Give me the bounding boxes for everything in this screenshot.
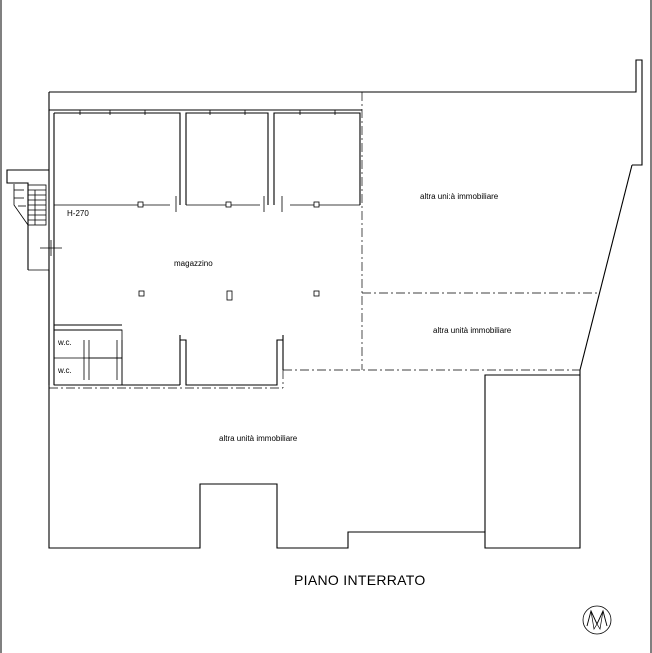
- room-label-wc-2: w.c.: [57, 366, 72, 375]
- room-label-altra-unita-bottom: altra unità immobiliare: [219, 434, 298, 443]
- height-label: H-270: [67, 209, 89, 218]
- room-label-magazzino: magazzino: [174, 259, 213, 268]
- magazzino-walls: [40, 110, 361, 386]
- room-label-wc-1: w.c.: [57, 338, 72, 347]
- north-arrow-icon: [582, 605, 612, 635]
- pillar: [226, 290, 233, 301]
- wc-block: [53, 329, 123, 386]
- pillar: [313, 290, 320, 297]
- staircase: [6, 169, 49, 271]
- room-label-altra-unita-middle: altra unità immobiliare: [433, 326, 512, 335]
- pillar: [138, 290, 145, 297]
- building-outline: [48, 59, 643, 549]
- room-label-altra-unita-upper: altra uni:à immobiliare: [420, 192, 499, 201]
- property-boundaries: [49, 92, 600, 389]
- plan-title: PIANO INTERRATO: [294, 572, 426, 588]
